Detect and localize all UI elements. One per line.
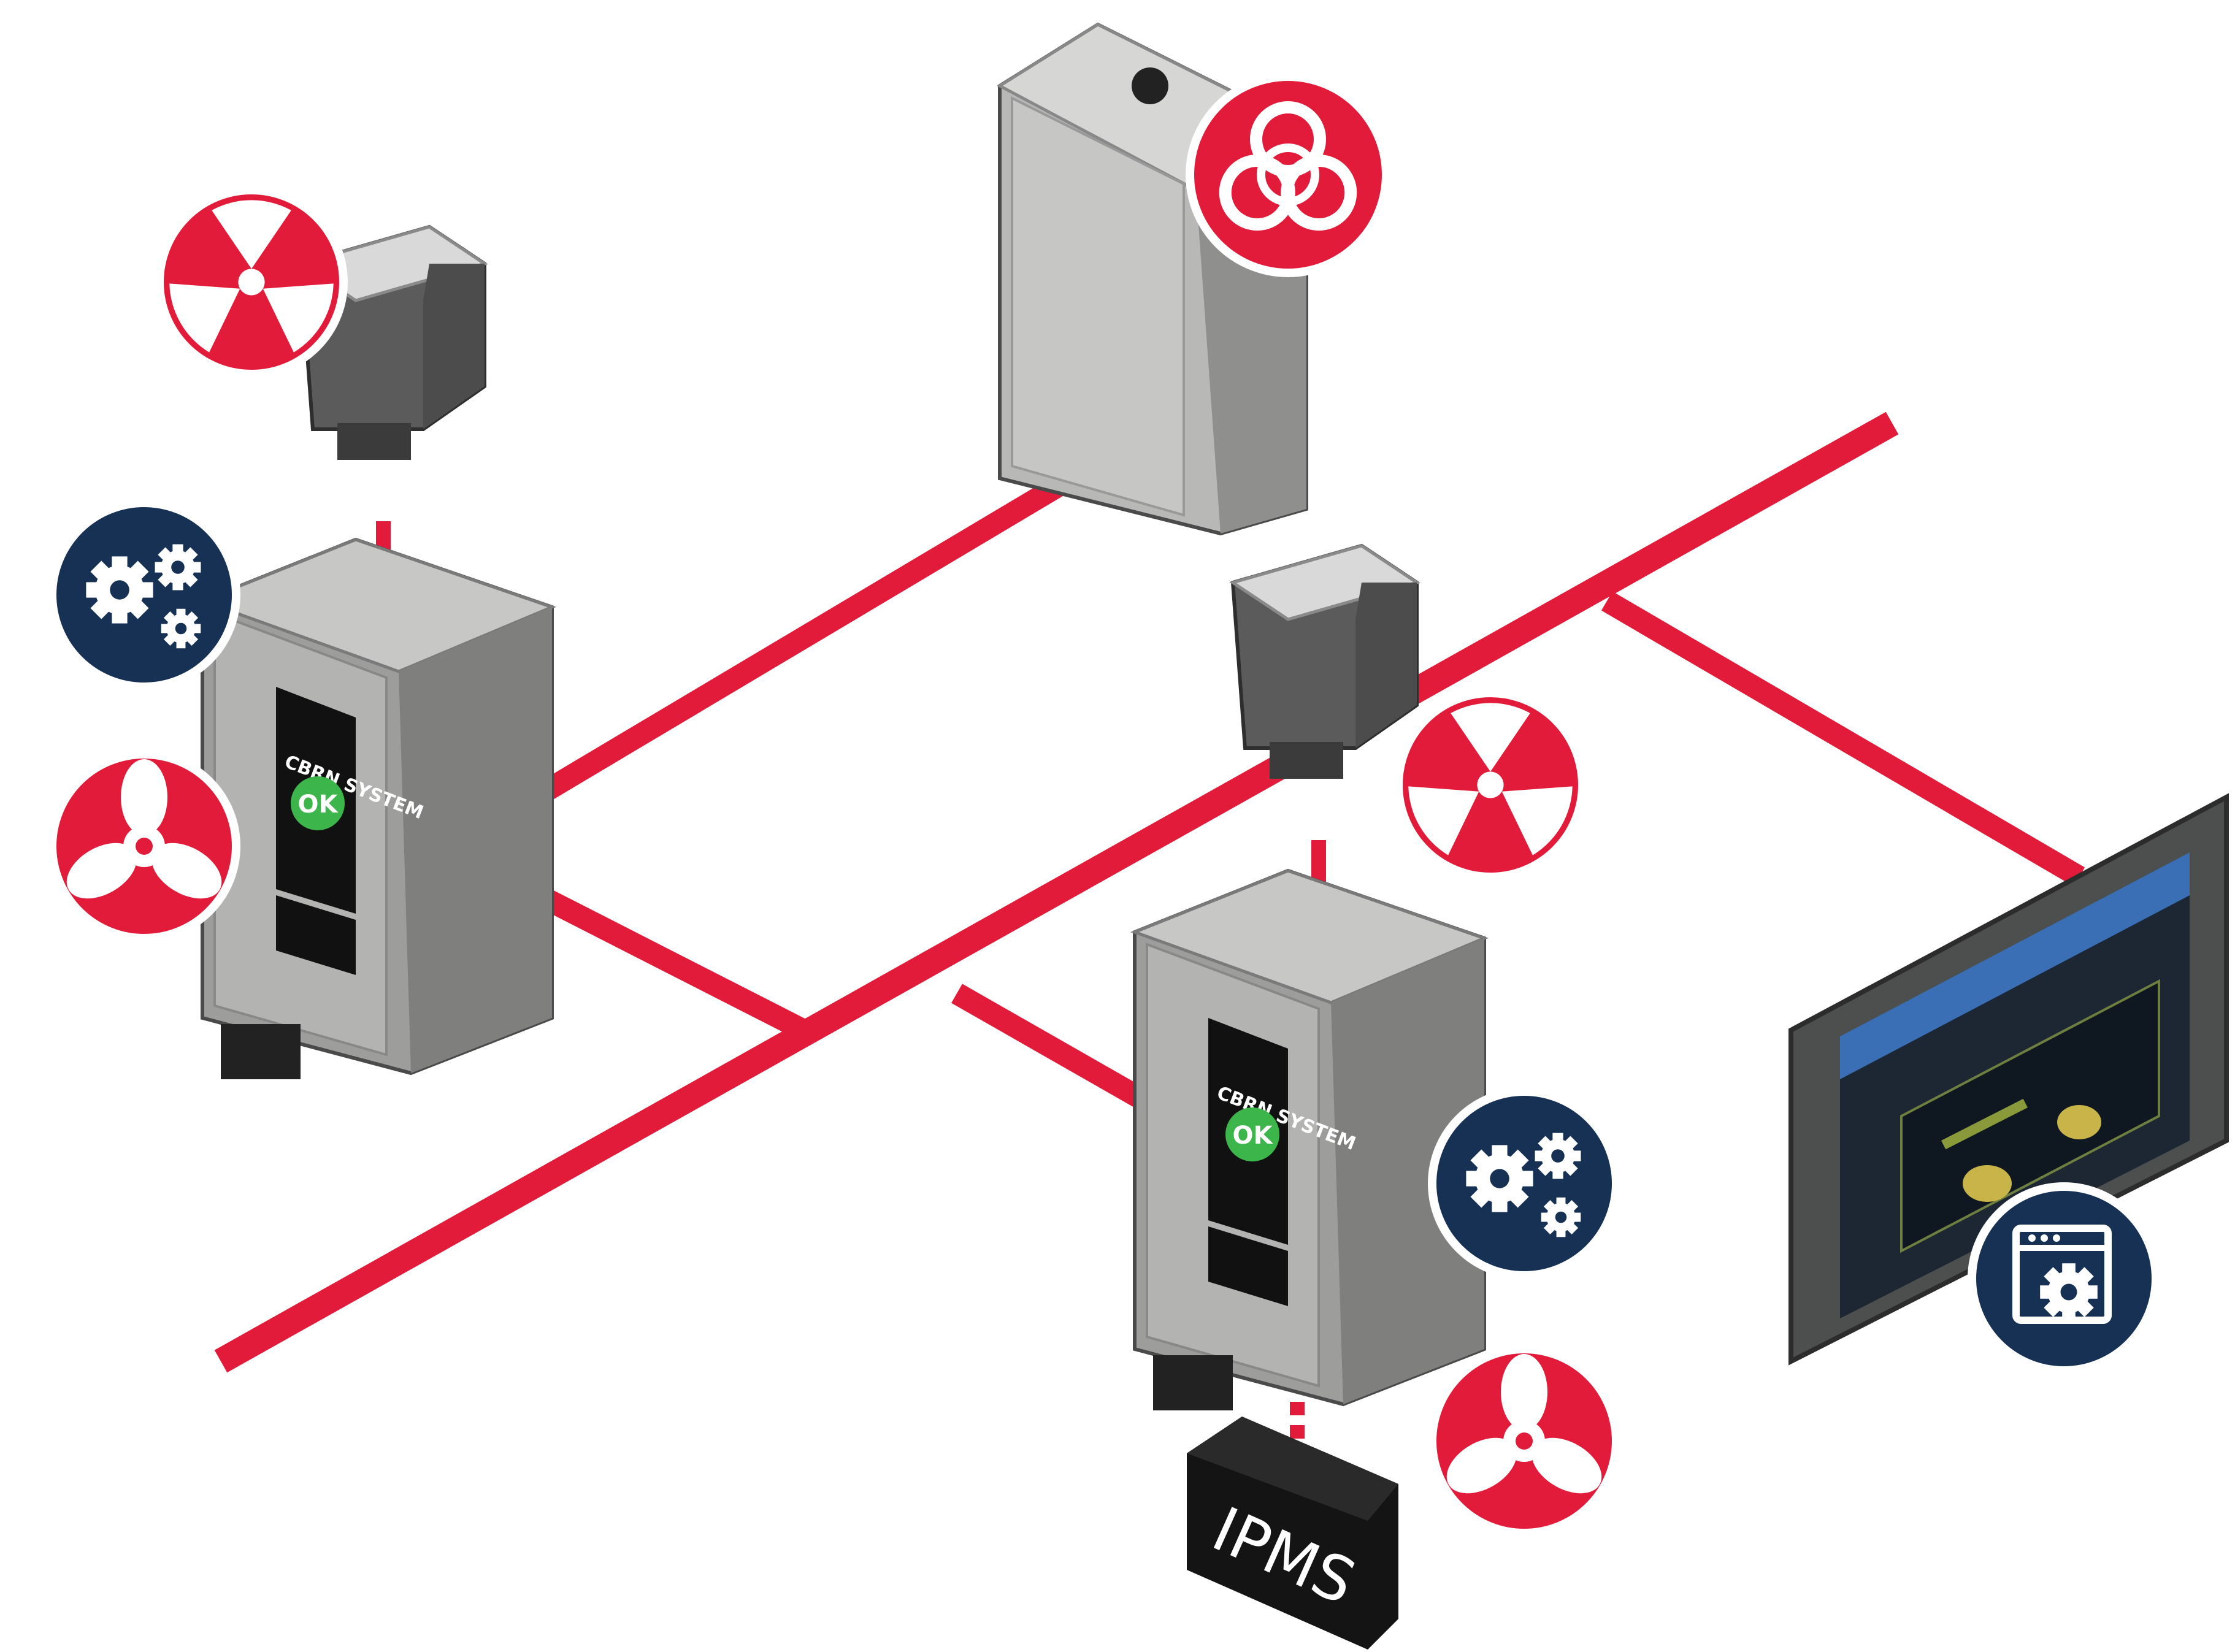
- badge-radiation-middle: [1394, 689, 1587, 881]
- badge-radiation-left: [155, 186, 348, 378]
- link-cabinet: [540, 456, 1098, 801]
- controller-middle-status-ring: [1225, 1107, 1279, 1161]
- controller-left: [202, 540, 552, 1079]
- operator-workstation: [1788, 793, 2229, 1366]
- badge-software: [1968, 1182, 2160, 1375]
- controller-left-status-ring: [291, 776, 345, 830]
- badge-fan-left: [48, 750, 240, 943]
- badge-biohazard: [1186, 72, 1390, 277]
- controller-middle-status: OK: [1233, 1122, 1274, 1150]
- badge-settings-left: [48, 499, 240, 691]
- badge-fan-middle: [1428, 1345, 1620, 1537]
- radiation-sensor-middle: [1233, 546, 1417, 779]
- badge-settings-middle: [1428, 1087, 1620, 1280]
- ipms-box: IPMS: [1187, 1417, 1398, 1650]
- controller-middle: [1135, 871, 1484, 1410]
- main-bus-line: [214, 411, 1899, 1373]
- controller-left-status: OK: [298, 790, 339, 819]
- link-to-workstation: [1601, 591, 2085, 887]
